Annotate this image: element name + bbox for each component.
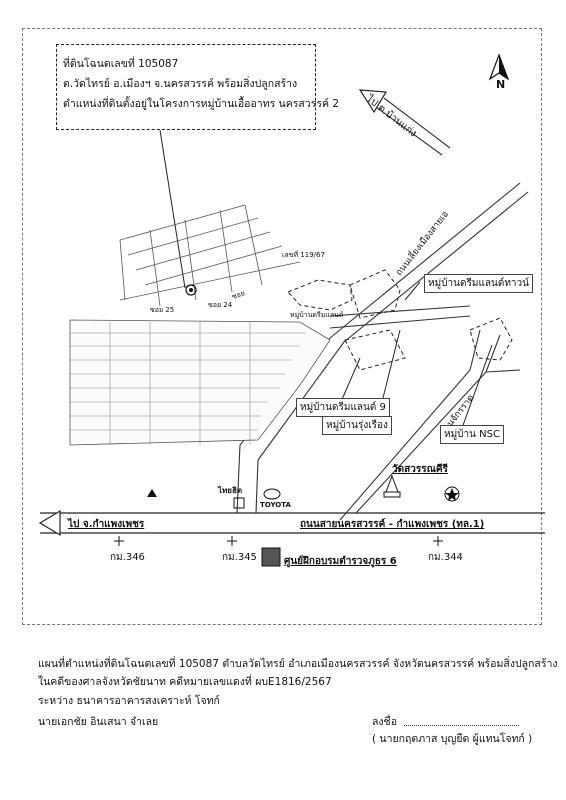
label-thai-ui: ไทยฮิต [218,486,243,495]
label-soi25: ซอย 25 [150,306,175,314]
sign-label: ลงชื่อ [372,716,397,728]
shop-icon [233,497,245,509]
bottom-line-3: ระหว่าง ธนาคารอาคารสงเคราะห์ โจทก์ [38,695,220,707]
info-line-1: ที่ดินโฉนดเลขที่ 105087 [63,58,179,70]
info-line-3: ตำแหน่งที่ดินตั้งอยู่ในโครงการหมู่บ้านเอ… [63,98,340,110]
label-soi24: ซอย 24 [208,301,233,309]
label-toyota: TOYOTA [260,501,291,509]
label-training-center: ศูนย์ฝึกอบรมตำรวจภูธร 6 [284,556,397,567]
label-to-kamphaeng: ไป จ.กำแพงเพชร [68,519,145,530]
bottom-line-1: แผนที่ตำแหน่งที่ดินโฉนดเลขที่ 105087 ตำบ… [38,658,558,670]
caltex-logo [444,486,460,502]
label-km345: กม.345 [222,552,257,563]
label-km344: กม.344 [428,552,463,563]
info-line-2: ต.วัดไทรย์ อ.เมืองฯ จ.นครสวรรค์ พร้อมสิ่… [63,78,298,90]
label-dreamland: หมู่บ้านดรีมแลนด์ [290,311,344,319]
label-nsc: หมู่บ้าน NSC [440,425,504,444]
north-housing-block [119,204,301,307]
road-ban-kaeng [358,89,451,156]
target-plot-icon [185,284,197,296]
label-dreamland-9: หมู่บ้านดรีมแลนด์ 9 [296,398,390,417]
km-markers [114,536,443,546]
building-icon [261,547,281,567]
signer-name: ( นายกฤตภาส บุญยืด ผู้แทนโจทก์ ) [372,733,533,745]
label-rungrueang: หมู่บ้านรุ่งเรือง [322,416,392,435]
label-dreamland-town: หมู่บ้านดรีมแลนด์ทาวน์ [424,274,534,293]
north-arrow-icon [488,53,510,81]
toyota-logo [263,488,281,500]
temple-icon [383,474,401,498]
label-wat: วัดสวรรณคีรี [392,464,448,475]
ring-road [339,329,521,521]
map-frame [22,28,542,625]
label-main-road: ถนนสายนครสวรรค์ - กำแพงเพชร (ทล.1) [300,519,485,530]
north-label: N [496,78,506,91]
label-lot-no: เลขที่ 119/67 [282,251,325,259]
main-highway [38,509,545,537]
info-box: ที่ดินโฉนดเลขที่ 105087 ต.วัดไทรย์ อ.เมื… [56,44,340,130]
mitsubishi-logo [147,489,157,497]
bottom-line-4: นายเอกชัย อินเสนา จำเลย [38,716,159,728]
village-boundaries [287,269,513,371]
bottom-line-2: ในคดีของศาลจังหวัดชัยนาท คดีหมายเลขแดงที… [38,676,332,688]
sign-line [404,725,519,726]
label-km346: กม.346 [110,552,145,563]
